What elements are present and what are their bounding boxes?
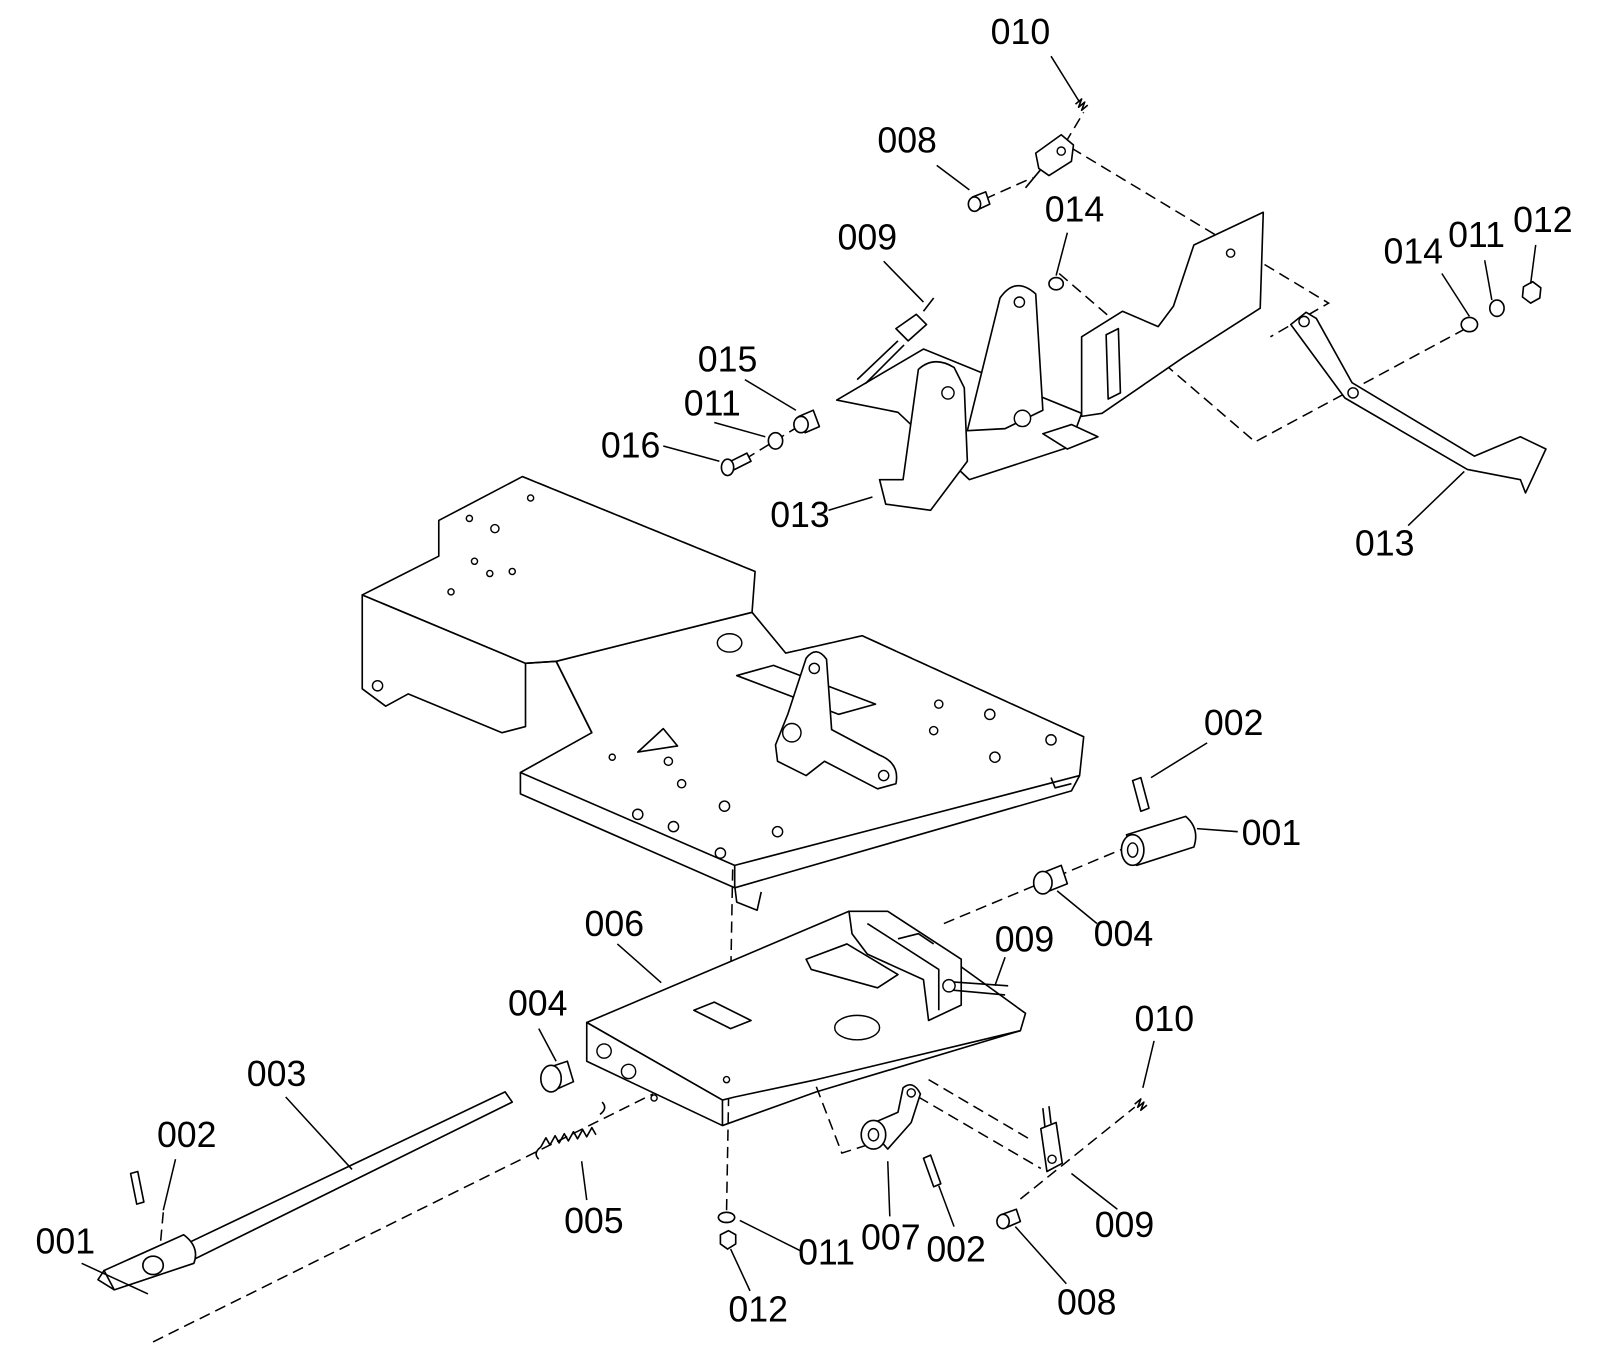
pin-008-bottom [996,1208,1022,1230]
frame-box-front [361,594,527,734]
frame-plate-holes [608,699,1057,859]
callout-001-left: 001 [36,1221,96,1261]
bracket-long-side-plate [1080,211,1265,418]
frame-link-end-hole [877,769,890,782]
frame-plate-triangle-opening [636,727,679,753]
spring-pin-010-top [1074,98,1089,112]
callout-013-bracket: 013 [770,495,830,535]
callout-003: 003 [247,1054,307,1094]
clevis-009-bottom [1040,1106,1064,1173]
bracket-013-upper [835,211,1265,512]
bushing-004-left [540,1060,575,1093]
lower-parts [97,776,1197,1291]
bushing-015 [793,409,821,434]
callout-014-top: 014 [1045,190,1105,230]
lever-pivot-hole [1298,315,1310,328]
callout-008-bottom: 008 [1057,1283,1117,1323]
frame-link-bracket [774,651,898,790]
washer-011-bottom [717,1211,736,1224]
bracket-rear-upright-hole [1013,296,1026,308]
clevis-top [1034,133,1075,177]
plate-006 [585,910,1027,1127]
bracket-front-upright-hole [941,386,955,400]
callout-009-top: 009 [838,217,898,257]
top-small-parts [720,98,1542,477]
plate-006-cable-end [942,978,956,993]
frame-plate-tab [733,777,1072,912]
plate-006-tab [805,943,899,989]
pin-002-left [129,1170,145,1205]
callout-008-top: 008 [877,120,937,160]
callout-009-bottom: 009 [1095,1205,1155,1245]
callout-005: 005 [564,1201,624,1241]
callout-002-left: 002 [157,1115,217,1155]
bracket-rear-upright [966,284,1044,432]
callout-016: 016 [601,425,661,465]
plate-006-cable [948,980,1009,996]
plate-006-round-hole [833,1014,881,1041]
bracket-slot [1105,327,1122,400]
leader-lines [81,55,1537,1295]
callout-010-top: 010 [991,12,1051,52]
pin-002-bottom [922,1154,942,1188]
washer-011-left [767,431,784,450]
main-frame [361,475,1085,912]
frame-box-holes [371,494,535,692]
bolt-016 [720,452,752,477]
spring-pin-010-bottom [1134,1098,1148,1112]
callout-010-bottom: 010 [1134,999,1194,1039]
washer-014-top [1048,276,1065,291]
cylinder-001-right [1120,815,1197,867]
callout-011-bottom: 011 [798,1233,855,1273]
callout-002-bottom: 002 [926,1230,986,1270]
plate-006-bracket-detail [866,922,940,1011]
plate-006-holes [596,1043,731,1102]
lever-mid-hole [1347,387,1359,399]
frame-box-side-fold [525,660,593,734]
callout-012-bottom: 012 [728,1290,788,1330]
washer-011-right [1488,299,1505,318]
frame-link-bolt [781,722,802,743]
nut-012-bottom [719,1229,737,1250]
callout-004-right: 004 [1094,914,1154,954]
clevis-top-rod [1024,168,1042,189]
lever-013-right [1290,311,1547,494]
plate-006-thickness [722,1029,1021,1127]
plate-006-slot [693,1001,752,1030]
callout-014-right: 014 [1383,232,1443,272]
callout-002-right: 002 [1204,703,1264,743]
bracket-bottom-tab [1042,423,1099,450]
lever-007 [860,1084,922,1150]
callouts: 010 008 014 009 015 011 016 013 014 011 … [36,12,1573,1330]
clevis-top-hole [1056,146,1067,156]
bushing-004-right [1032,864,1069,895]
bracket-rear-large-hole [1013,409,1032,428]
frame-box-slot [716,633,743,653]
callout-009-middle: 009 [995,919,1055,959]
frame-link-hole [808,662,821,675]
callout-004-left: 004 [508,984,568,1024]
callout-001-right: 001 [1242,813,1302,853]
callout-012-right: 012 [1513,200,1573,240]
clevis-009-top [856,297,935,385]
frame-plate-thickness [519,772,1081,889]
callout-011-right: 011 [1448,215,1505,255]
lever-body [1290,311,1547,494]
tube-001-left [97,1233,197,1291]
callout-007: 007 [861,1217,921,1257]
pin-002-right [1131,776,1150,813]
plate-006-switch-bracket [848,910,963,1022]
washer-014-right [1460,316,1479,333]
callout-006: 006 [584,904,644,944]
bracket-side-hole [1225,248,1236,258]
spring-005 [535,1101,606,1160]
callout-011-upper-left: 011 [684,384,741,424]
nut-012-right [1521,280,1542,304]
pin-008-top [967,191,991,213]
callout-013-lever: 013 [1355,523,1415,563]
callout-015: 015 [698,340,758,380]
